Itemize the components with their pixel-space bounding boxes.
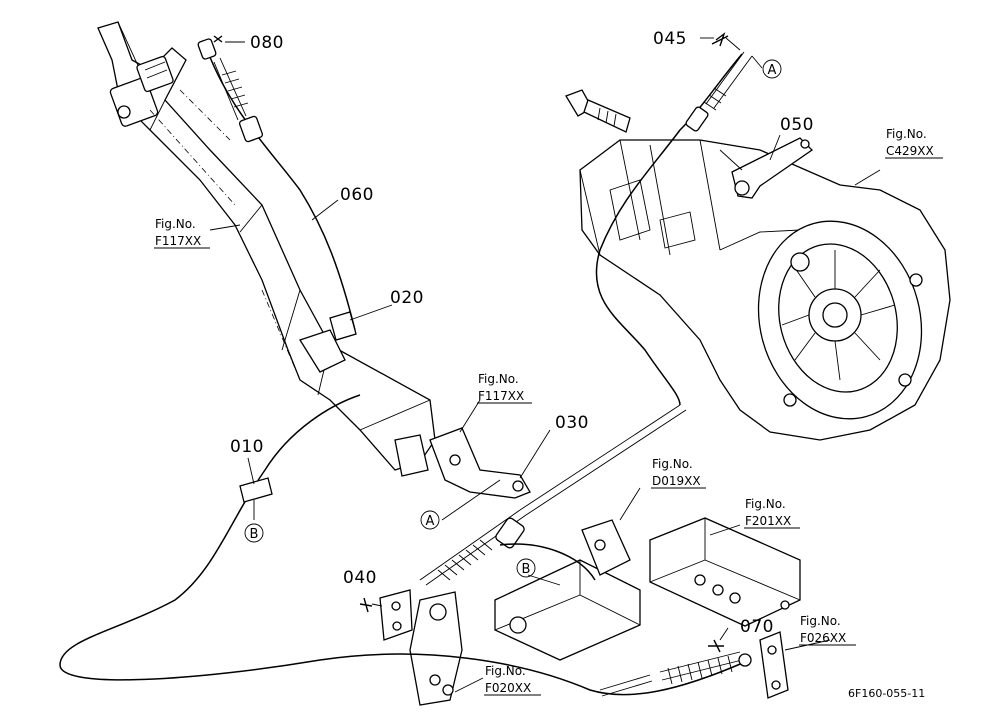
svg-text:F117XX: F117XX (478, 389, 524, 403)
figure-references: Fig.No. F117XX Fig.No. C429XX Fig.No. F1… (154, 127, 943, 696)
connection-marker-b-center[interactable]: B (516, 558, 536, 578)
svg-text:Fig.No.: Fig.No. (155, 217, 196, 231)
part-label-070[interactable]: 070 (740, 617, 774, 637)
svg-text:C429XX: C429XX (886, 144, 934, 158)
connection-marker-a-center[interactable]: A (420, 510, 440, 530)
svg-text:A: A (426, 514, 435, 529)
bracket-a (429, 427, 531, 499)
svg-text:D019XX: D019XX (652, 474, 701, 488)
svg-text:F117XX: F117XX (155, 234, 201, 248)
svg-text:F020XX: F020XX (485, 681, 531, 695)
drawing-code: 6F160-055-11 (848, 687, 925, 700)
frame-members (494, 517, 801, 699)
svg-text:Fig.No.: Fig.No. (485, 664, 526, 678)
part-label-030[interactable]: 030 (555, 413, 589, 433)
connection-marker-a-top[interactable]: A (762, 59, 782, 79)
svg-text:B: B (522, 562, 531, 577)
shift-lever-050 (719, 137, 814, 199)
svg-text:Fig.No.: Fig.No. (478, 372, 519, 386)
fig-ref-d019[interactable]: Fig.No. D019XX (651, 457, 706, 489)
leader-lines (209, 37, 881, 693)
transmission-housing (565, 89, 951, 441)
fig-ref-f020[interactable]: Fig.No. F020XX (484, 664, 541, 696)
svg-text:Fig.No.: Fig.No. (745, 497, 786, 511)
cables (59, 38, 753, 697)
svg-text:Fig.No.: Fig.No. (800, 614, 841, 628)
fig-ref-f201[interactable]: Fig.No. F201XX (744, 497, 800, 529)
svg-text:F201XX: F201XX (745, 514, 791, 528)
svg-text:Fig.No.: Fig.No. (886, 127, 927, 141)
part-label-040[interactable]: 040 (343, 568, 377, 588)
part-label-080[interactable]: 080 (250, 33, 284, 53)
part-number-labels: 080 045 050 060 020 010 030 040 070 (230, 29, 814, 637)
svg-text:Fig.No.: Fig.No. (652, 457, 693, 471)
part-label-010[interactable]: 010 (230, 437, 264, 457)
svg-text:A: A (768, 63, 777, 78)
part-label-060[interactable]: 060 (340, 185, 374, 205)
fig-ref-f026[interactable]: Fig.No. F026XX (799, 614, 856, 646)
fig-ref-f117-center[interactable]: Fig.No. F117XX (477, 372, 532, 404)
part-label-050[interactable]: 050 (780, 115, 814, 135)
svg-text:B: B (250, 527, 259, 542)
fig-ref-f117-left[interactable]: Fig.No. F117XX (154, 217, 210, 249)
connection-markers: A A B B (244, 59, 782, 578)
connection-marker-b-left[interactable]: B (244, 523, 264, 543)
pedal-arm-assembly (97, 21, 436, 477)
part-label-020[interactable]: 020 (390, 288, 424, 308)
svg-text:F026XX: F026XX (800, 631, 846, 645)
lower-bracket (409, 591, 463, 706)
part-label-045[interactable]: 045 (653, 29, 687, 49)
pins (213, 32, 729, 653)
fig-ref-c429[interactable]: Fig.No. C429XX (885, 127, 943, 159)
